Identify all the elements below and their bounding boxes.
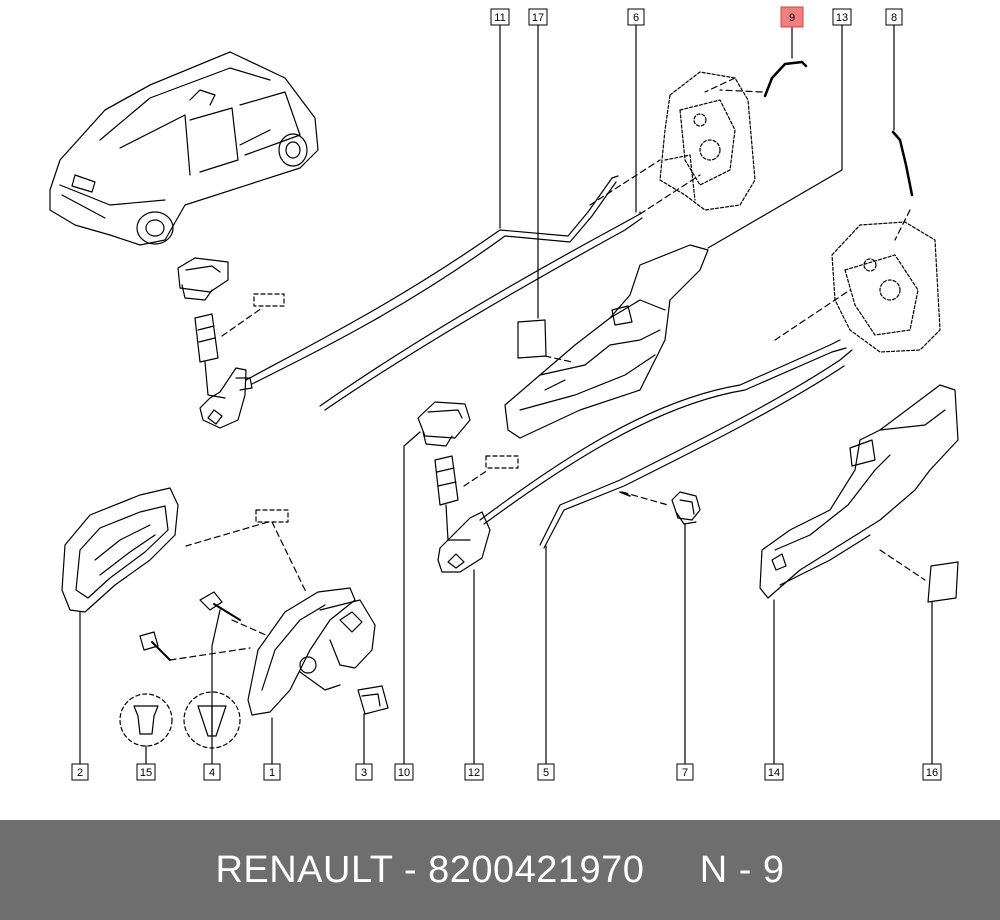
callout-number: 13 (836, 12, 848, 24)
callout-number: 17 (532, 12, 544, 24)
callout-9: 9 (780, 6, 804, 28)
callout-6: 6 (627, 8, 645, 26)
callout-11: 11 (490, 8, 510, 26)
inner-handle-housing-14 (759, 384, 959, 599)
car-illustration (49, 51, 319, 246)
handle-assembly-1 (247, 587, 389, 716)
door-handle-2 (61, 487, 179, 613)
part-number-caption: RENAULT - 8200421970 N - 9 (215, 848, 785, 891)
clip-7 (671, 491, 701, 525)
callout-number: 2 (77, 767, 83, 779)
callout-number: 10 (398, 767, 410, 779)
footer-bar: RENAULT - 8200421970 N - 9 (0, 820, 1000, 920)
lower-lock-mechanism (831, 221, 941, 353)
callout-10: 10 (394, 763, 414, 781)
callout-number: 15 (140, 767, 152, 779)
callout-12: 12 (464, 763, 484, 781)
callout-2: 2 (71, 763, 89, 781)
callout-17: 17 (528, 8, 548, 26)
callout-15: 15 (136, 763, 156, 781)
callout-13: 13 (832, 8, 852, 26)
callout-number: 9 (789, 12, 795, 24)
callout-16: 16 (922, 763, 942, 781)
callout-7: 7 (676, 763, 694, 781)
callout-number: 1 (269, 767, 275, 779)
callout-number: 14 (768, 767, 780, 779)
callout-number: 12 (468, 767, 480, 779)
mid-door-parts (417, 401, 491, 573)
inner-handle-housing-13 (504, 244, 709, 439)
callout-5: 5 (537, 763, 555, 781)
callout-number: 4 (209, 767, 215, 779)
upper-lock-mechanism (659, 71, 756, 211)
callout-3: 3 (355, 763, 373, 781)
callout-number: 7 (682, 767, 688, 779)
callout-number: 6 (633, 12, 639, 24)
callout-number: 16 (926, 767, 938, 779)
callout-number: 3 (361, 767, 367, 779)
callout-14: 14 (764, 763, 784, 781)
callout-1: 1 (263, 763, 281, 781)
callout-number: 8 (891, 12, 897, 24)
callout-number: 11 (494, 12, 505, 24)
left-door-parts (177, 257, 253, 429)
callout-number: 5 (543, 767, 549, 779)
callout-4: 4 (203, 763, 221, 781)
callout-8: 8 (885, 8, 903, 26)
